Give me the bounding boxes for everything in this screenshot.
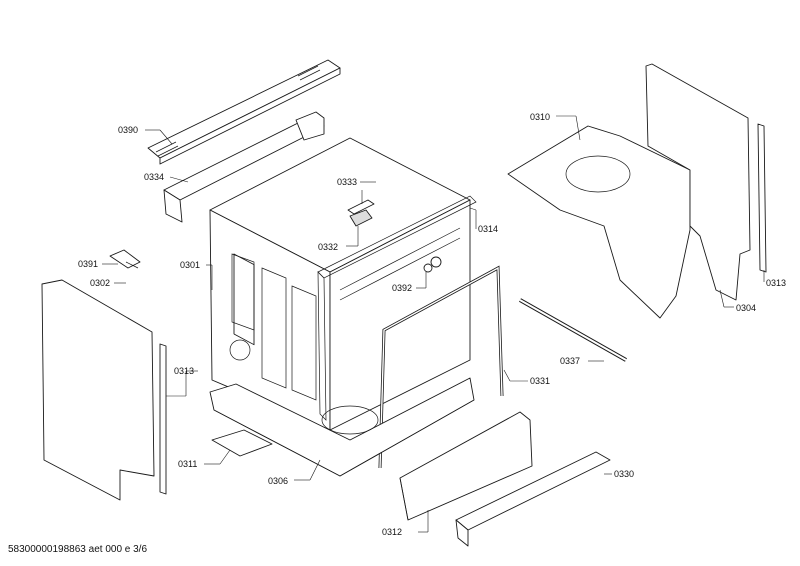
label-0332: 0332 [318, 242, 338, 252]
label-0337: 0337 [560, 356, 580, 366]
label-0334: 0334 [144, 172, 164, 182]
part-0313-trim-right [757, 123, 767, 273]
part-0310-insulation [507, 125, 691, 319]
label-0301: 0301 [180, 260, 200, 270]
part-0306-base [209, 377, 475, 477]
part-0337-rod [519, 298, 627, 362]
part-0390-top-strip [147, 59, 341, 165]
label-0306: 0306 [268, 476, 288, 486]
part-0330-rail [455, 451, 611, 547]
part-labels: 0390 0334 0333 0332 0391 0301 0302 0313 … [78, 112, 786, 537]
part-0311-foot [211, 429, 273, 457]
label-0331: 0331 [530, 376, 550, 386]
part-0392-fittings [423, 256, 442, 273]
part-0304-side-panel [645, 63, 751, 301]
part-0333-holder [347, 199, 375, 215]
label-0313-right: 0313 [766, 278, 786, 288]
part-0332-hinge [349, 209, 373, 227]
label-0330: 0330 [614, 469, 634, 479]
part-0313-trim-left [159, 343, 167, 495]
label-0314: 0314 [478, 224, 498, 234]
part-0391-bracket [109, 249, 141, 269]
label-0304: 0304 [736, 303, 756, 313]
label-0391: 0391 [78, 259, 98, 269]
part-0314-front-frame [317, 195, 477, 421]
leader-lines [102, 115, 765, 533]
label-0390: 0390 [118, 125, 138, 135]
label-0311: 0311 [178, 459, 197, 469]
label-0333: 0333 [337, 177, 357, 187]
label-0312: 0312 [382, 527, 402, 537]
label-0392: 0392 [392, 283, 412, 293]
part-0331-u-bar [378, 265, 504, 469]
label-0302: 0302 [90, 278, 110, 288]
label-0313-left: 0313 [174, 366, 194, 376]
part-0312-plinth [399, 411, 533, 521]
part-0302-side-panel [41, 279, 155, 501]
document-footer-id: 58300000198863 aet 000 e 3/6 [8, 544, 148, 555]
label-0310: 0310 [530, 112, 550, 122]
part-0334-rail [163, 111, 325, 223]
